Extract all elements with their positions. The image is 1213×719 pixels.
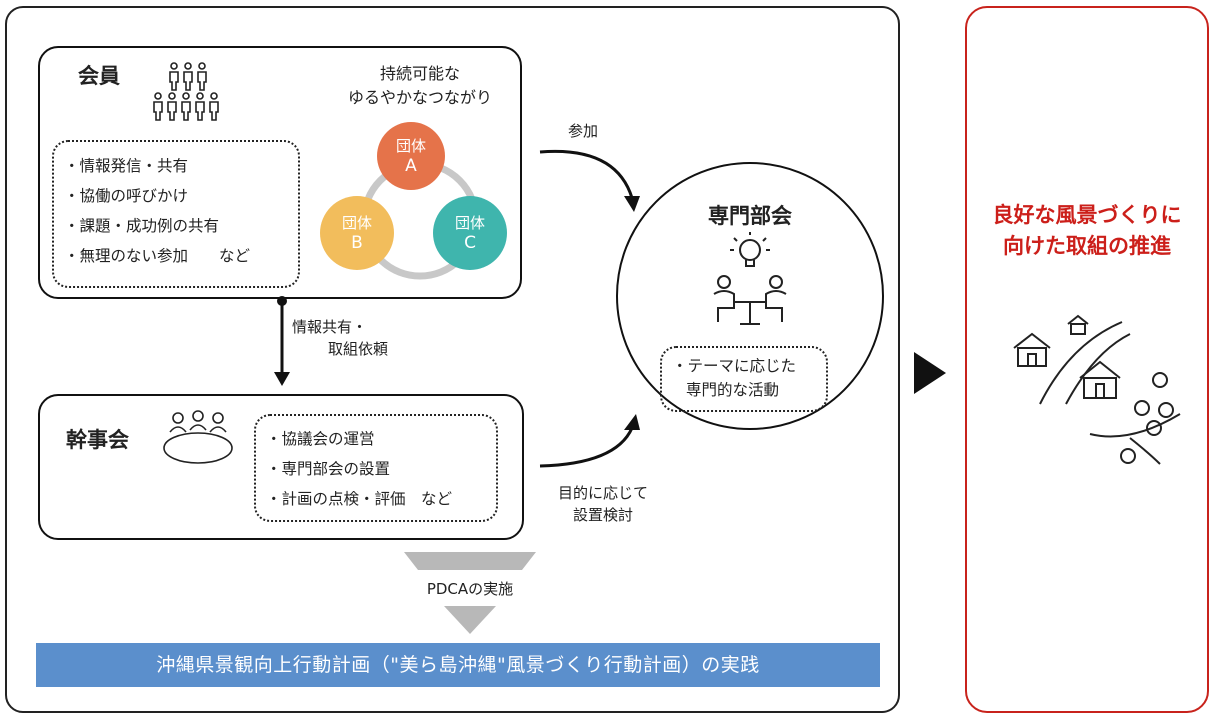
list-item: ・情報発信・共有: [64, 157, 189, 175]
connection-label: 持続可能な ゆるやかなつながり: [347, 64, 492, 107]
list-item: ・専門部会の設置: [266, 460, 391, 478]
setup-arrow: [539, 414, 640, 468]
list-item: 専門的な活動: [686, 381, 780, 399]
secretariat-activities-box: [254, 414, 498, 522]
pdca-top-trapezoid: [404, 552, 536, 570]
secretariat-activities-list: ・協議会の運営 ・専門部会の設置 ・計画の点検・評価 など: [266, 427, 452, 511]
pdca-label: PDCAの実施: [426, 580, 514, 598]
result-arrow-icon: [914, 352, 946, 394]
list-item: ・協議会の運営: [266, 430, 375, 448]
pdca-down-triangle: [444, 606, 496, 634]
setup-label: 目的に応じて 設置検討: [557, 484, 648, 524]
committee-activities-list: ・テーマに応じた 専門的な活動: [672, 354, 796, 402]
list-item: ・無理のない参加 など: [64, 247, 251, 265]
list-item: ・課題・成功例の共有: [64, 217, 220, 235]
list-item: ・テーマに応じた: [672, 357, 797, 375]
members-activities-box: [52, 140, 300, 288]
members-title: 会員: [78, 64, 120, 88]
group-a-circle: 団体 A: [377, 122, 445, 190]
action-plan-banner: 沖縄県景観向上行動計画（"美ら島沖縄"風景づくり行動計画）の実践: [36, 643, 880, 687]
meeting-table-icon: [163, 410, 233, 464]
discussion-lightbulb-icon: [713, 232, 787, 325]
landscape-houses-icon: [1013, 314, 1181, 465]
result-title: 良好な風景づくりに 向けた取組の推進: [992, 203, 1182, 258]
info-share-label: 情報共有・ 取組依頼: [292, 318, 389, 358]
list-item: ・協働の呼びかけ: [64, 187, 189, 205]
list-item: ・計画の点検・評価 など: [266, 490, 453, 508]
group-c-circle: 団体 C: [433, 196, 507, 270]
group-b-circle: 団体 B: [320, 196, 394, 270]
committee-activities-box: [660, 346, 828, 412]
participate-label: 参加: [568, 122, 599, 140]
info-share-arrow: [274, 296, 290, 386]
members-activities-list: ・情報発信・共有 ・協働の呼びかけ ・課題・成功例の共有 ・無理のない参加 など: [64, 154, 250, 268]
committee-title: 専門部会: [708, 204, 792, 228]
result-panel: [965, 6, 1209, 713]
participate-arrow: [539, 149, 640, 212]
secretariat-title: 幹事会: [66, 428, 129, 452]
people-group-icon: [153, 62, 219, 121]
secretariat-box: [38, 394, 524, 540]
